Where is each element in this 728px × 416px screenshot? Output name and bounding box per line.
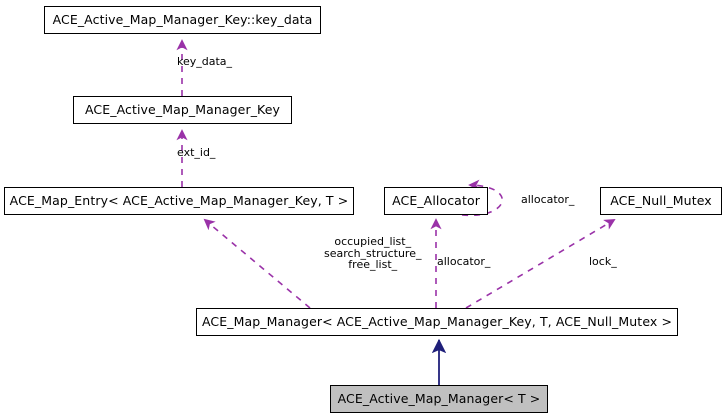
edge-label-ext-id: ext_id_: [177, 146, 216, 159]
node-map-entry-label: ACE_Map_Entry< ACE_Active_Map_Manager_Ke…: [9, 192, 349, 208]
edge-label-lock: lock_: [589, 255, 617, 268]
node-null-mutex-label: ACE_Null_Mutex: [610, 192, 712, 208]
node-allocator-label: ACE_Allocator: [392, 192, 480, 208]
edge-label-map-entry-members: occupied_list_ search_structure_ free_li…: [324, 235, 422, 271]
node-active-map-manager-label: ACE_Active_Map_Manager< T >: [337, 390, 541, 406]
node-allocator[interactable]: ACE_Allocator: [384, 187, 488, 215]
edge-lock: [465, 219, 616, 309]
node-active-map-manager[interactable]: ACE_Active_Map_Manager< T >: [330, 385, 548, 413]
node-null-mutex[interactable]: ACE_Null_Mutex: [600, 187, 722, 215]
node-key-data[interactable]: ACE_Active_Map_Manager_Key::key_data: [44, 6, 321, 34]
node-key-data-label: ACE_Active_Map_Manager_Key::key_data: [52, 11, 313, 27]
node-map-manager-label: ACE_Map_Manager< ACE_Active_Map_Manager_…: [201, 313, 673, 329]
edge-label-allocator-member: allocator_: [437, 255, 491, 268]
node-active-map-manager-key-label: ACE_Active_Map_Manager_Key: [84, 101, 281, 117]
node-active-map-manager-key[interactable]: ACE_Active_Map_Manager_Key: [73, 96, 292, 124]
edge-label-allocator-self: allocator_: [521, 193, 575, 206]
edge-label-key-data: key_data_: [177, 55, 233, 68]
node-map-manager[interactable]: ACE_Map_Manager< ACE_Active_Map_Manager_…: [196, 308, 678, 336]
edge-map-entry: [203, 218, 311, 309]
node-map-entry[interactable]: ACE_Map_Entry< ACE_Active_Map_Manager_Ke…: [4, 187, 354, 215]
